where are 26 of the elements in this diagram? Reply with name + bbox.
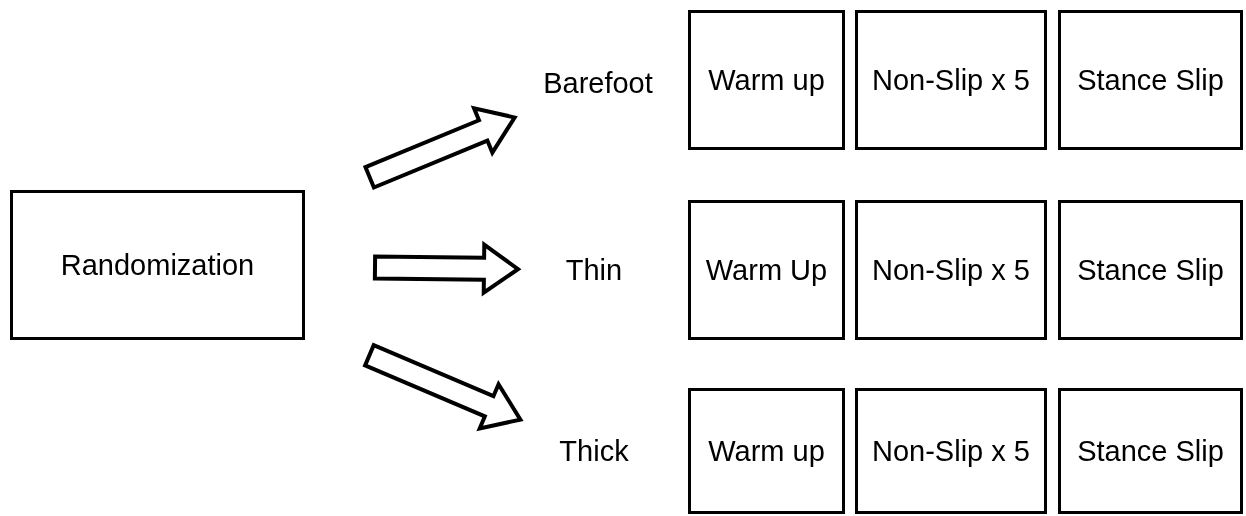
step-label: Stance Slip bbox=[1077, 252, 1224, 288]
step-box bbox=[855, 200, 1047, 340]
step-label: Warm up bbox=[708, 433, 825, 469]
arrow bbox=[362, 342, 524, 432]
group-label: Thin bbox=[565, 252, 623, 288]
step-label: Non-Slip x 5 bbox=[872, 252, 1030, 288]
group-label: Barefoot bbox=[543, 65, 653, 101]
step-box bbox=[1058, 200, 1243, 340]
step-box bbox=[855, 10, 1047, 150]
group-label: Thick bbox=[559, 433, 629, 469]
step-label: Warm up bbox=[708, 62, 825, 98]
step-label: Randomization bbox=[60, 247, 255, 283]
arrow bbox=[362, 105, 518, 191]
step-label: Stance Slip bbox=[1077, 433, 1224, 469]
step-box bbox=[688, 200, 845, 340]
step-box bbox=[855, 388, 1047, 514]
step-label: Non-Slip x 5 bbox=[872, 62, 1030, 98]
step-box bbox=[688, 10, 845, 150]
step-box bbox=[10, 190, 305, 340]
arrow bbox=[372, 240, 522, 297]
step-label: Non-Slip x 5 bbox=[872, 433, 1030, 469]
step-label: Stance Slip bbox=[1077, 62, 1224, 98]
step-label: Warm Up bbox=[705, 252, 828, 288]
step-box bbox=[1058, 10, 1243, 150]
step-box bbox=[688, 388, 845, 514]
step-box bbox=[1058, 388, 1243, 514]
